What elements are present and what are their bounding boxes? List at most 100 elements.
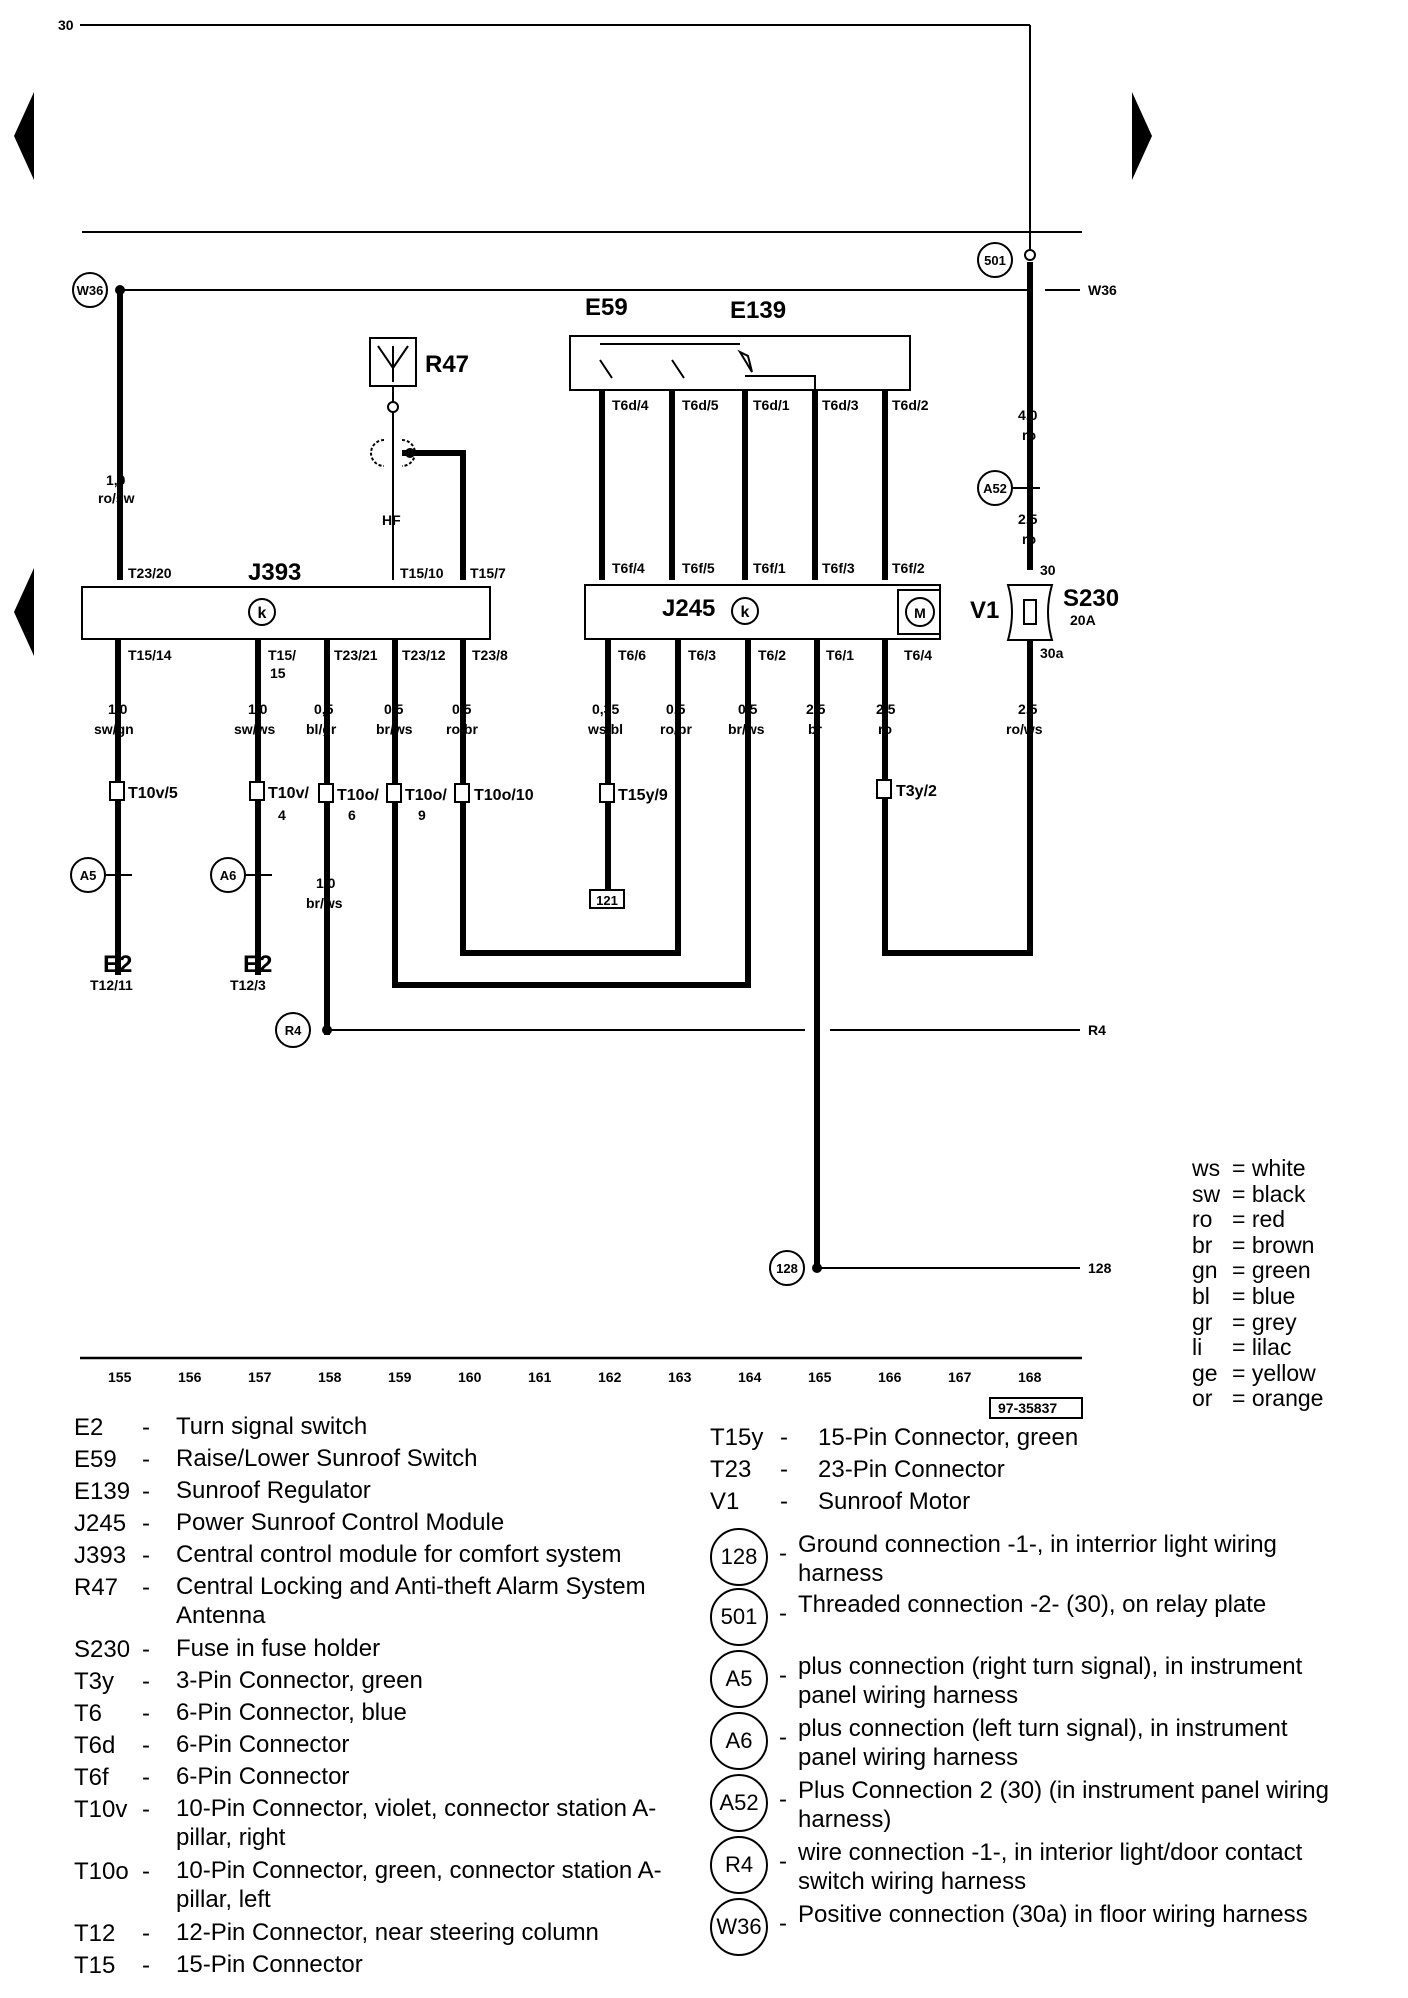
- r47-label: R47: [425, 351, 469, 378]
- legend-code: T23: [710, 1456, 752, 1483]
- legend-circle-code: A6: [710, 1712, 768, 1770]
- legend-item: T6-6-Pin Connector, blue: [74, 1698, 694, 1730]
- legend-item: J393-Central control module for comfort …: [74, 1540, 694, 1572]
- pin-t6d-2: T6d/2: [892, 397, 929, 413]
- pin-t6d-5: T6d/5: [682, 397, 719, 413]
- legend-code: S230: [74, 1636, 131, 1663]
- pin-t6-3: T6/3: [688, 647, 716, 663]
- motor-letter: M: [914, 605, 926, 621]
- legend-dash: -: [142, 1732, 150, 1759]
- legend-dash: -: [779, 1662, 787, 1689]
- pin-t15-15a: T15/: [268, 647, 296, 663]
- wire-ro-25b-size: 2,5: [876, 701, 896, 717]
- pin-t6d-1: T6d/1: [753, 397, 790, 413]
- legend-dash: -: [142, 1700, 150, 1727]
- wire-bl-gr-size: 0,5: [314, 701, 334, 717]
- color-name: = black: [1232, 1180, 1306, 1207]
- pin-t6f-1: T6f/1: [753, 560, 786, 576]
- s230-rating: 20A: [1070, 612, 1096, 628]
- legend-desc: Central Locking and Anti-theft Alarm Sys…: [176, 1573, 646, 1629]
- wire-ro-ws-size: 2,5: [1018, 701, 1038, 717]
- legend-desc: Positive connection (30a) in floor wirin…: [798, 1901, 1308, 1928]
- fuse-icon: [1023, 599, 1037, 625]
- color-name: = brown: [1232, 1231, 1315, 1258]
- color-key-row: br= brown: [1192, 1231, 1323, 1259]
- legend-code: T12: [74, 1920, 116, 1947]
- e2-right-label: E2: [243, 951, 272, 978]
- legend-dash: -: [779, 1724, 787, 1751]
- wire-ro-25b-color: ro: [878, 721, 892, 737]
- legend-code: T15y: [710, 1424, 764, 1451]
- color-key-row: sw= black: [1192, 1180, 1323, 1208]
- legend-item: E59-Raise/Lower Sunroof Switch: [74, 1444, 694, 1476]
- pin-t6-6: T6/6: [618, 647, 646, 663]
- w36-label: W36: [77, 283, 104, 298]
- col-157: 157: [248, 1369, 272, 1385]
- wire-sw-gn-color: sw/gn: [94, 721, 134, 737]
- pin-t15-7: T15/7: [470, 565, 506, 581]
- switch-contacts-icon: [599, 349, 753, 379]
- connector-t10o6-label-a: T10o/: [337, 787, 379, 804]
- pin-t15-14: T15/14: [128, 647, 172, 663]
- col-158: 158: [318, 1369, 342, 1385]
- col-168: 168: [1018, 1369, 1042, 1385]
- legend-desc: plus connection (left turn signal), in i…: [798, 1715, 1288, 1771]
- legend-desc: Raise/Lower Sunroof Switch: [176, 1445, 478, 1472]
- legend-desc: plus connection (right turn signal), in …: [798, 1653, 1303, 1709]
- prev-page-arrow-mid[interactable]: [14, 568, 34, 656]
- p501-circle: [977, 242, 1013, 278]
- wire-ws-bl-size: 0,35: [592, 701, 619, 717]
- legend-code: V1: [710, 1488, 740, 1515]
- pin-t6-4: T6/4: [904, 647, 932, 663]
- legend-code: E139: [74, 1478, 131, 1505]
- legend-item: T6f-6-Pin Connector: [74, 1762, 694, 1794]
- wire-ro-sw-color: ro/sw: [98, 490, 135, 506]
- prev-page-arrow-top[interactable]: [14, 92, 34, 180]
- legend-dash: -: [779, 1786, 787, 1813]
- legend-code: J245: [74, 1510, 127, 1537]
- legend-code: T6f: [74, 1764, 109, 1791]
- legend-circle-code: A5: [710, 1650, 768, 1708]
- legend-circle-item: A5-plus connection (right turn signal), …: [710, 1650, 1350, 1710]
- legend-circle-code: 128: [710, 1528, 768, 1586]
- legend-item: T10o-10-Pin Connector, green, connector …: [74, 1856, 694, 1918]
- pin-t6d-4: T6d/4: [612, 397, 649, 413]
- legend-desc: Central control module for comfort syste…: [176, 1541, 622, 1568]
- legend-circle-item: 501-Threaded connection -2- (30), on rel…: [710, 1588, 1350, 1646]
- block-121-label: 121: [596, 893, 618, 908]
- color-abbr: or: [1192, 1385, 1213, 1412]
- block-121: [589, 889, 625, 909]
- next-page-arrow-top[interactable]: [1132, 92, 1152, 180]
- col-159: 159: [388, 1369, 412, 1385]
- pin-30: 30: [1040, 562, 1056, 578]
- wire-ro-br-2-color: ro/br: [660, 721, 692, 737]
- legend-item: V1-Sunroof Motor: [710, 1486, 1350, 1518]
- legend-item: T10v-10-Pin Connector, violet, connector…: [74, 1794, 694, 1856]
- j245-label: J245: [662, 595, 715, 622]
- wire-ro-25a-size: 2,5: [1018, 511, 1038, 527]
- pin-t6f-2: T6f/2: [892, 560, 925, 576]
- legend-circle-item: A6-plus connection (left turn signal), i…: [710, 1712, 1350, 1772]
- legend-dash: -: [779, 1910, 787, 1937]
- e59-label: E59: [585, 294, 628, 321]
- wire-br-ws-2-size: 0,5: [738, 701, 758, 717]
- legend-desc: Threaded connection -2- (30), on relay p…: [798, 1591, 1267, 1618]
- fig-number-box: [989, 1397, 1083, 1419]
- legend-circle-code: R4: [710, 1836, 768, 1894]
- e2-right-pin: T12/3: [230, 977, 266, 993]
- v1-label: V1: [970, 597, 999, 624]
- pin-t23-12: T23/12: [402, 647, 446, 663]
- w36-circle: [72, 272, 108, 308]
- legend-desc: Plus Connection 2 (30) (in instrument pa…: [798, 1777, 1329, 1833]
- legend-code: T6: [74, 1700, 103, 1727]
- pin-t23-21: T23/21: [334, 647, 378, 663]
- pin-t6d-3: T6d/3: [822, 397, 859, 413]
- j245-k-symbol: [731, 597, 759, 625]
- legend-code: J393: [74, 1542, 127, 1569]
- legend-item: E139-Sunroof Regulator: [74, 1476, 694, 1508]
- a5-label: A5: [80, 868, 97, 883]
- legend-desc: 6-Pin Connector: [176, 1763, 350, 1790]
- connector-t10o10-label: T10o/10: [474, 787, 534, 804]
- color-key-row: ws= white: [1192, 1155, 1323, 1182]
- j393-k-symbol: [248, 598, 276, 626]
